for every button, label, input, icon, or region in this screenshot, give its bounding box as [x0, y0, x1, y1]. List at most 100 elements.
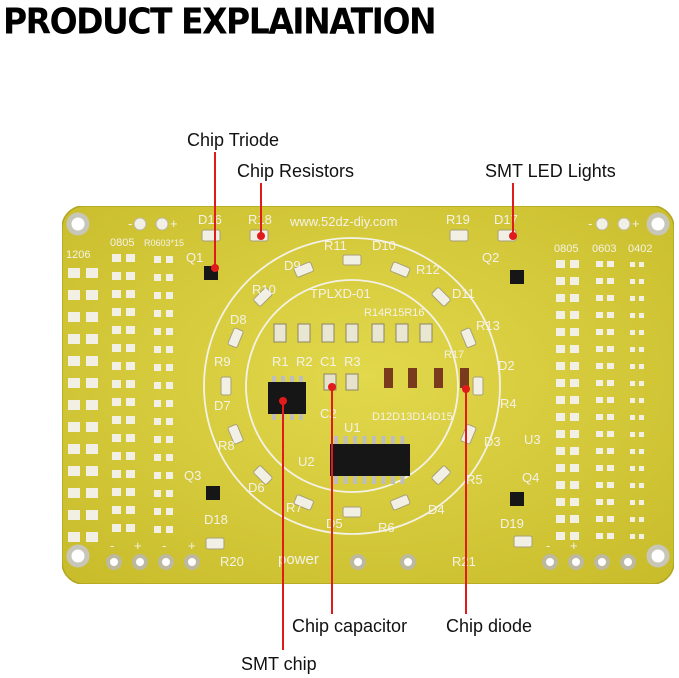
pad-0402	[639, 262, 644, 267]
pad-0805	[112, 362, 121, 370]
pad-0805	[126, 524, 135, 532]
ref-r21: R21	[452, 554, 476, 569]
pad-0805	[556, 379, 565, 387]
pad-0402	[639, 483, 644, 488]
pad-0805	[126, 344, 135, 352]
right-pad-array	[556, 260, 644, 540]
callout-line-smt-chip	[282, 400, 284, 650]
pad-0603	[166, 472, 173, 479]
ref-d10: D10	[372, 238, 396, 253]
pad-0603	[154, 454, 161, 461]
pad-0805	[126, 308, 135, 316]
smt-chip-u1	[268, 376, 306, 420]
ref-r9: R9	[214, 354, 231, 369]
callout-dot-chip-resistors	[257, 232, 265, 240]
pad-0402	[639, 313, 644, 318]
polarity-minus-bottom-left: -	[110, 538, 114, 553]
pad-0603	[607, 431, 614, 437]
label-chip-diode: Chip diode	[446, 616, 533, 636]
label-smt-chip: SMT chip	[241, 654, 317, 674]
pad-1206	[68, 532, 80, 542]
callout-dot-chip-diode	[462, 385, 470, 393]
pad-0805	[556, 481, 565, 489]
pad-0603	[154, 310, 161, 317]
ref-r6: R6	[378, 520, 395, 535]
transistor-q4	[510, 492, 524, 506]
callout-dot-smt-chip	[279, 397, 287, 405]
polarity-minus-bottom-right: -	[546, 538, 550, 553]
led-d16	[201, 229, 221, 242]
pad-0603	[607, 448, 614, 454]
board-model: TPLXD-01	[310, 286, 371, 301]
ring-led	[293, 261, 314, 278]
pad-0805	[570, 260, 579, 268]
pad-0603	[607, 278, 614, 284]
pcb-board: www.52dz-diy.com TPLXD-01 power 1206 080…	[62, 206, 674, 584]
ring-led-footprints	[220, 254, 484, 518]
pad-0603	[166, 292, 173, 299]
pad-0805	[126, 506, 135, 514]
pad-0603	[607, 295, 614, 301]
pad-1206	[86, 356, 98, 366]
pad-0603	[607, 397, 614, 403]
ref-r1: R1	[272, 354, 289, 369]
ref-r2: R2	[296, 354, 313, 369]
pad-0805	[112, 272, 121, 280]
pad-0805	[556, 362, 565, 370]
pad-1206	[86, 268, 98, 278]
pad-1206	[86, 312, 98, 322]
ref-d4: D4	[428, 502, 445, 517]
callout-dot-smt-led	[509, 232, 517, 240]
size-0402-label: 0402	[628, 243, 652, 255]
pad-0805	[112, 398, 121, 406]
pad-0402	[630, 313, 635, 318]
pad-1206	[68, 466, 80, 476]
ref-r13: R13	[476, 318, 500, 333]
size-0805-right-label: 0805	[554, 243, 578, 255]
pad-0805	[570, 396, 579, 404]
pad-1206	[68, 356, 80, 366]
pad-0805	[570, 430, 579, 438]
pad-0805	[126, 380, 135, 388]
inner-resistor	[371, 323, 385, 343]
ref-r11: R11	[324, 238, 347, 253]
pad-0805	[126, 362, 135, 370]
pad-0805	[112, 524, 121, 532]
pad-1206	[86, 488, 98, 498]
pad-1206	[86, 334, 98, 344]
ref-c1: C1	[320, 354, 337, 369]
led-d18	[205, 537, 225, 550]
pad-0603	[596, 431, 603, 437]
pad-1206	[86, 510, 98, 520]
ref-r12: R12	[416, 262, 440, 277]
pad-0805	[570, 498, 579, 506]
mounting-holes	[66, 212, 670, 568]
pad-0805	[126, 452, 135, 460]
pad-0402	[639, 364, 644, 369]
pad-0805	[556, 311, 565, 319]
pad-0402	[639, 296, 644, 301]
pad-0805	[126, 290, 135, 298]
pad-1206	[86, 290, 98, 300]
pad-0805	[126, 254, 135, 262]
pad-0402	[630, 500, 635, 505]
pad-0805	[112, 254, 121, 262]
chip-diodes	[384, 368, 469, 388]
polarity-plus-bottom-right: +	[570, 538, 578, 553]
ref-d5: D5	[326, 516, 343, 531]
pad-0402	[630, 449, 635, 454]
page-title: PRODUCT EXPLAINATION	[3, 0, 437, 43]
ref-r17: R17	[444, 349, 464, 361]
polarity-plus-top-right: +	[632, 216, 640, 231]
top-header-pads	[133, 217, 631, 231]
pad-1206	[68, 400, 80, 410]
pad-0402	[630, 466, 635, 471]
chip-pin	[372, 436, 376, 444]
ref-r18: R18	[248, 212, 272, 227]
pad-0402	[639, 279, 644, 284]
pad-0402	[630, 432, 635, 437]
chip-pin	[381, 476, 386, 484]
polarity-plus-top-left: +	[170, 216, 178, 231]
pad-0603	[166, 436, 173, 443]
ref-r8: R8	[218, 438, 235, 453]
